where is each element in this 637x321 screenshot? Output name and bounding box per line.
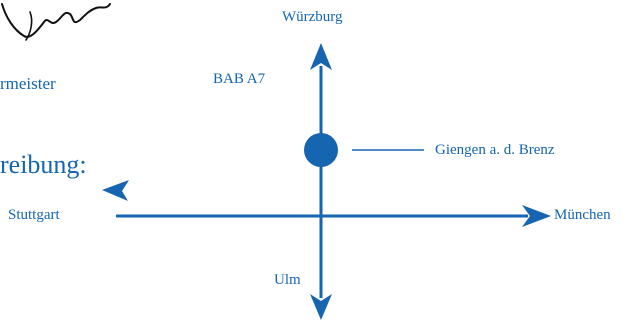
arrow-west	[102, 180, 129, 201]
label-south: Ulm	[274, 272, 301, 288]
label-town: Giengen a. d. Brenz	[435, 142, 555, 158]
label-west: Stuttgart	[8, 207, 60, 223]
arrow-north	[310, 43, 332, 70]
label-east: München	[554, 207, 611, 223]
fragment-heading: reibung:	[0, 150, 87, 179]
giengen-marker	[304, 133, 338, 167]
fragment-role: rmeister	[0, 74, 56, 93]
arrow-east	[522, 205, 551, 227]
label-road: BAB A7	[213, 71, 266, 87]
signature-fragment	[1, 3, 111, 41]
arrow-south	[310, 294, 332, 320]
label-north: Würzburg	[282, 9, 343, 25]
